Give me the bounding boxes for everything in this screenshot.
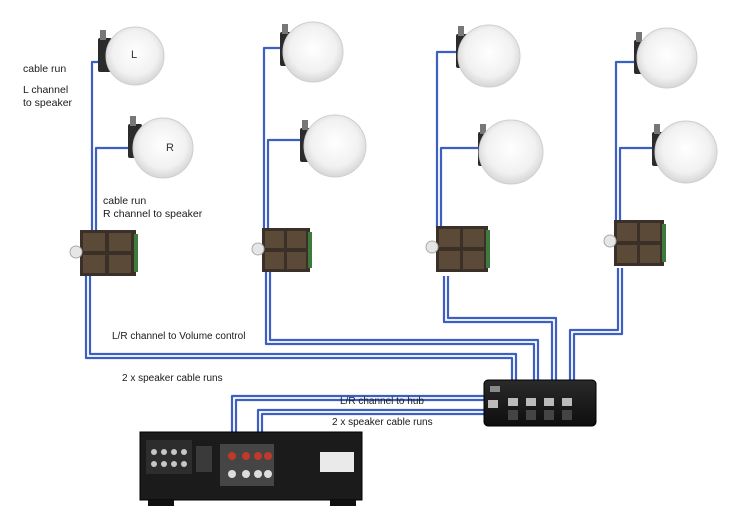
cable-g1-to-hub-a: [84, 268, 514, 384]
label-cable-run-l-line3: to speaker: [23, 97, 73, 109]
volume-control-g4: [603, 220, 666, 266]
label-cable-run-r-line2: R channel to speaker: [103, 208, 203, 220]
cable-g1-to-hub-b: [88, 268, 518, 384]
label-speaker-runs-left: 2 x speaker cable runs: [122, 373, 223, 384]
speakers: [98, 21, 718, 185]
cable-g4-to-hub-b: [572, 268, 624, 384]
speaker-letter-r: R: [166, 142, 174, 154]
ceiling-speaker-g2-r: [300, 114, 367, 178]
label-lr-to-volume: L/R channel to Volume control: [112, 331, 246, 342]
cable-g2-r-speaker: [266, 138, 308, 230]
cable-g2-to-hub-a: [264, 272, 536, 384]
label-speaker-runs-hub: 2 x speaker cable runs: [332, 417, 433, 428]
ceiling-speaker-g4-l: [634, 27, 698, 89]
ceiling-speaker-g1-r: [128, 116, 194, 179]
cable-g3-l-speaker: [435, 50, 462, 228]
ceiling-speaker-g3-r: [478, 119, 544, 185]
label-cable-run-r-line1: cable run: [103, 195, 147, 207]
cable-g3-r-speaker: [439, 146, 484, 228]
cable-g2-l-speaker: [262, 46, 287, 230]
av-receiver: [139, 431, 363, 506]
label-lr-to-hub: L/R channel to hub: [340, 396, 424, 407]
label-cable-run-l-line2: L channel: [23, 84, 69, 96]
speaker-hub: [483, 379, 597, 427]
ceiling-speaker-g3-l: [456, 24, 521, 88]
cable-g4-l-speaker: [614, 60, 640, 222]
cable-runs: [84, 46, 658, 450]
cable-g4-to-hub-a: [568, 268, 620, 384]
volume-control-g2: [251, 228, 312, 272]
cable-g3-to-hub-a: [442, 276, 554, 384]
speaker-letter-l: L: [131, 49, 138, 61]
ceiling-speaker-g2-l: [280, 21, 344, 83]
cable-g3-to-hub-b: [446, 276, 558, 384]
volume-control-g1: [69, 230, 138, 276]
cable-g2-to-hub-b: [268, 272, 540, 384]
label-cable-run-l-line1: cable run: [23, 63, 67, 75]
volume-control-g3: [425, 226, 490, 272]
cable-g4-r-speaker: [618, 146, 658, 222]
volume-controls: [69, 220, 666, 276]
ceiling-speaker-g1-l: [98, 26, 165, 86]
ceiling-speaker-g4-r: [652, 120, 718, 184]
cable-g1-r-speaker: [94, 146, 138, 232]
